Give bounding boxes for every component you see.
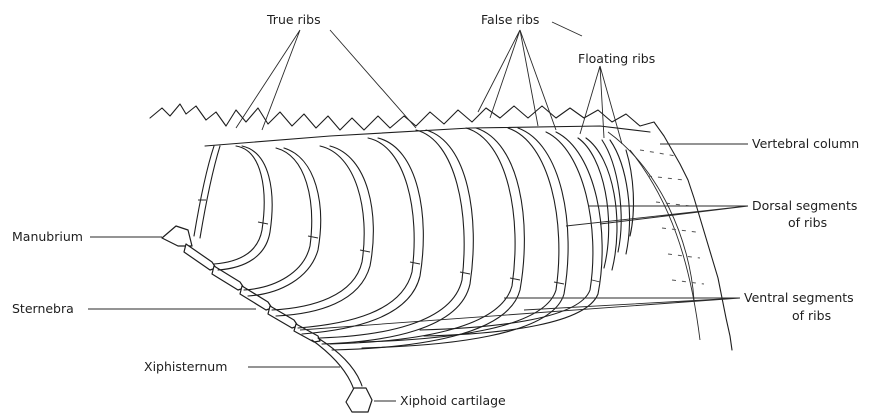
label-dorsal-segments-1: Dorsal segments [752,198,857,213]
leader-floating-ribs [580,66,622,144]
label-dorsal-segments-2: of ribs [788,215,827,230]
rib-2 [214,146,272,270]
xiphisternum-bone [312,338,362,390]
rib-3 [244,148,321,296]
rib-1 [194,146,220,238]
label-manubrium: Manubrium [12,229,83,244]
label-true-ribs: True ribs [266,12,321,27]
ribs [194,128,633,350]
label-floating-ribs: Floating ribs [578,51,655,66]
label-vertebral-column: Vertebral column [752,136,859,151]
xiphoid-cartilage-shape [346,388,372,412]
label-xiphoid-cartilage: Xiphoid cartilage [400,393,506,408]
label-ventral-segments-2: of ribs [792,308,831,323]
rib-4 [272,146,373,316]
leader-ventral-segments [300,298,740,330]
label-sternebra: Sternebra [12,301,74,316]
sternum [162,226,372,412]
leader-dorsal-segments [566,206,748,226]
label-ventral-segments-1: Ventral segments [744,290,854,305]
rib-5 [298,138,423,334]
vertebral-column [150,104,732,350]
leader-lines [88,22,748,401]
label-xiphisternum: Xiphisternum [144,359,227,374]
rib-6 [320,130,473,344]
manubrium-bone [162,226,192,246]
label-false-ribs: False ribs [481,12,539,27]
